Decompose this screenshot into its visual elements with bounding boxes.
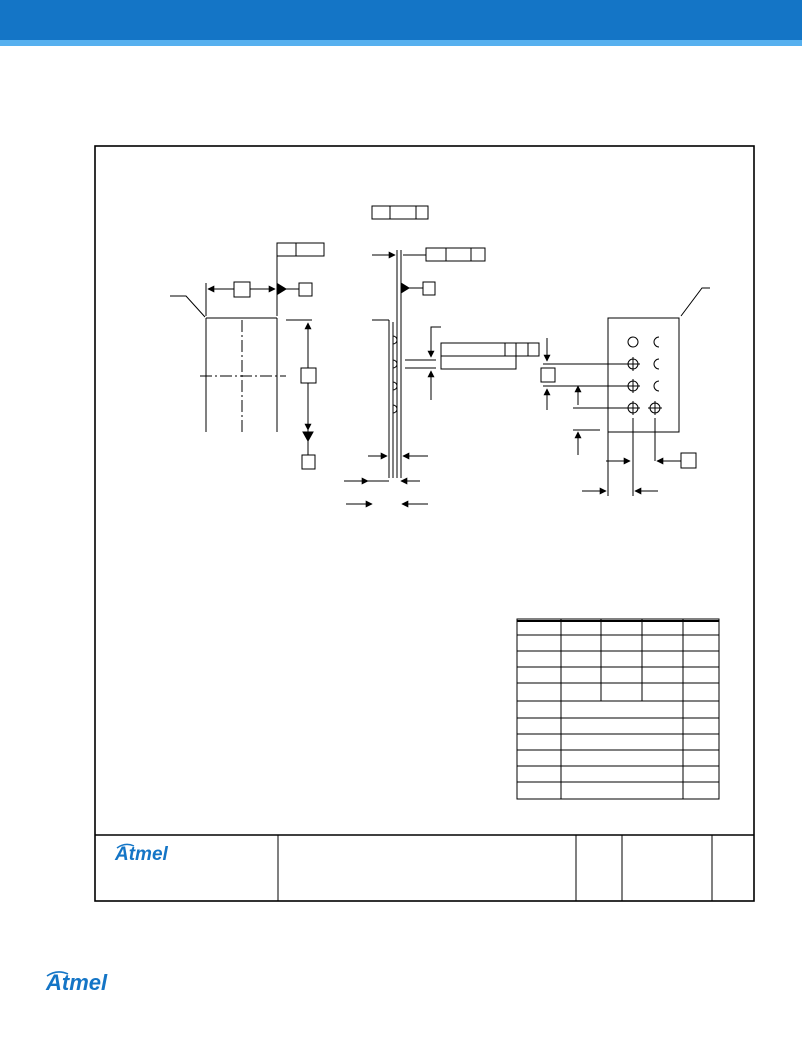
top-view [170,242,325,470]
title-block-logo-swoosh [116,843,135,849]
dimension-table [516,618,720,800]
bottom-view [540,287,710,496]
footer-logo-swoosh [46,971,69,977]
title-block-logo: Atmel [114,844,169,865]
header-stripe [0,40,802,46]
footer-logo: Atmel [45,970,108,995]
header-bar [0,0,802,40]
drawing-frame [94,145,755,902]
title-block [95,834,754,901]
side-view [344,205,540,508]
